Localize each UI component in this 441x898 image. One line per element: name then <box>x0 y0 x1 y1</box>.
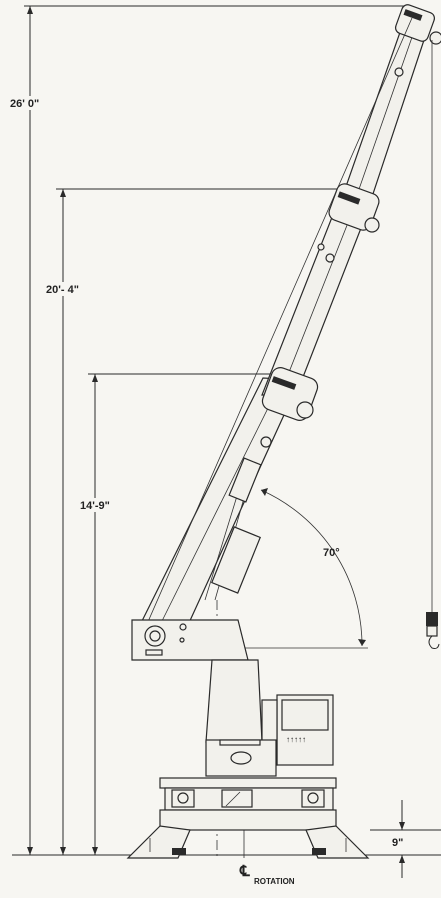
dimension-20ft: 20'- 4" <box>44 188 340 855</box>
dimension-26ft: 26' 0" <box>8 5 410 855</box>
dimension-9in: 9" <box>370 800 441 878</box>
boom-head-middle <box>328 183 380 233</box>
crane-body: ↑↑↑↑↑ <box>131 619 334 777</box>
centerline-symbol: ℄ <box>239 864 250 880</box>
rotation-label: ROTATION <box>254 877 295 886</box>
dimension-14ft-label: 14'-9" <box>80 500 110 512</box>
angle-label: 70° <box>323 547 340 559</box>
dimension-20ft-label: 20'- 4" <box>46 284 79 296</box>
dimension-9in-label: 9" <box>392 837 403 849</box>
carrier-base <box>126 777 370 859</box>
boom-head-lower <box>261 367 319 421</box>
hoist-hook <box>426 40 440 649</box>
dimension-14ft: 14'-9" <box>78 373 290 855</box>
boom-stay-line <box>139 17 413 641</box>
boom <box>139 4 441 647</box>
boom-head-top <box>394 4 441 45</box>
dimension-26ft-label: 26' 0" <box>10 98 39 110</box>
cab-controls: ↑↑↑↑↑ <box>286 735 306 744</box>
